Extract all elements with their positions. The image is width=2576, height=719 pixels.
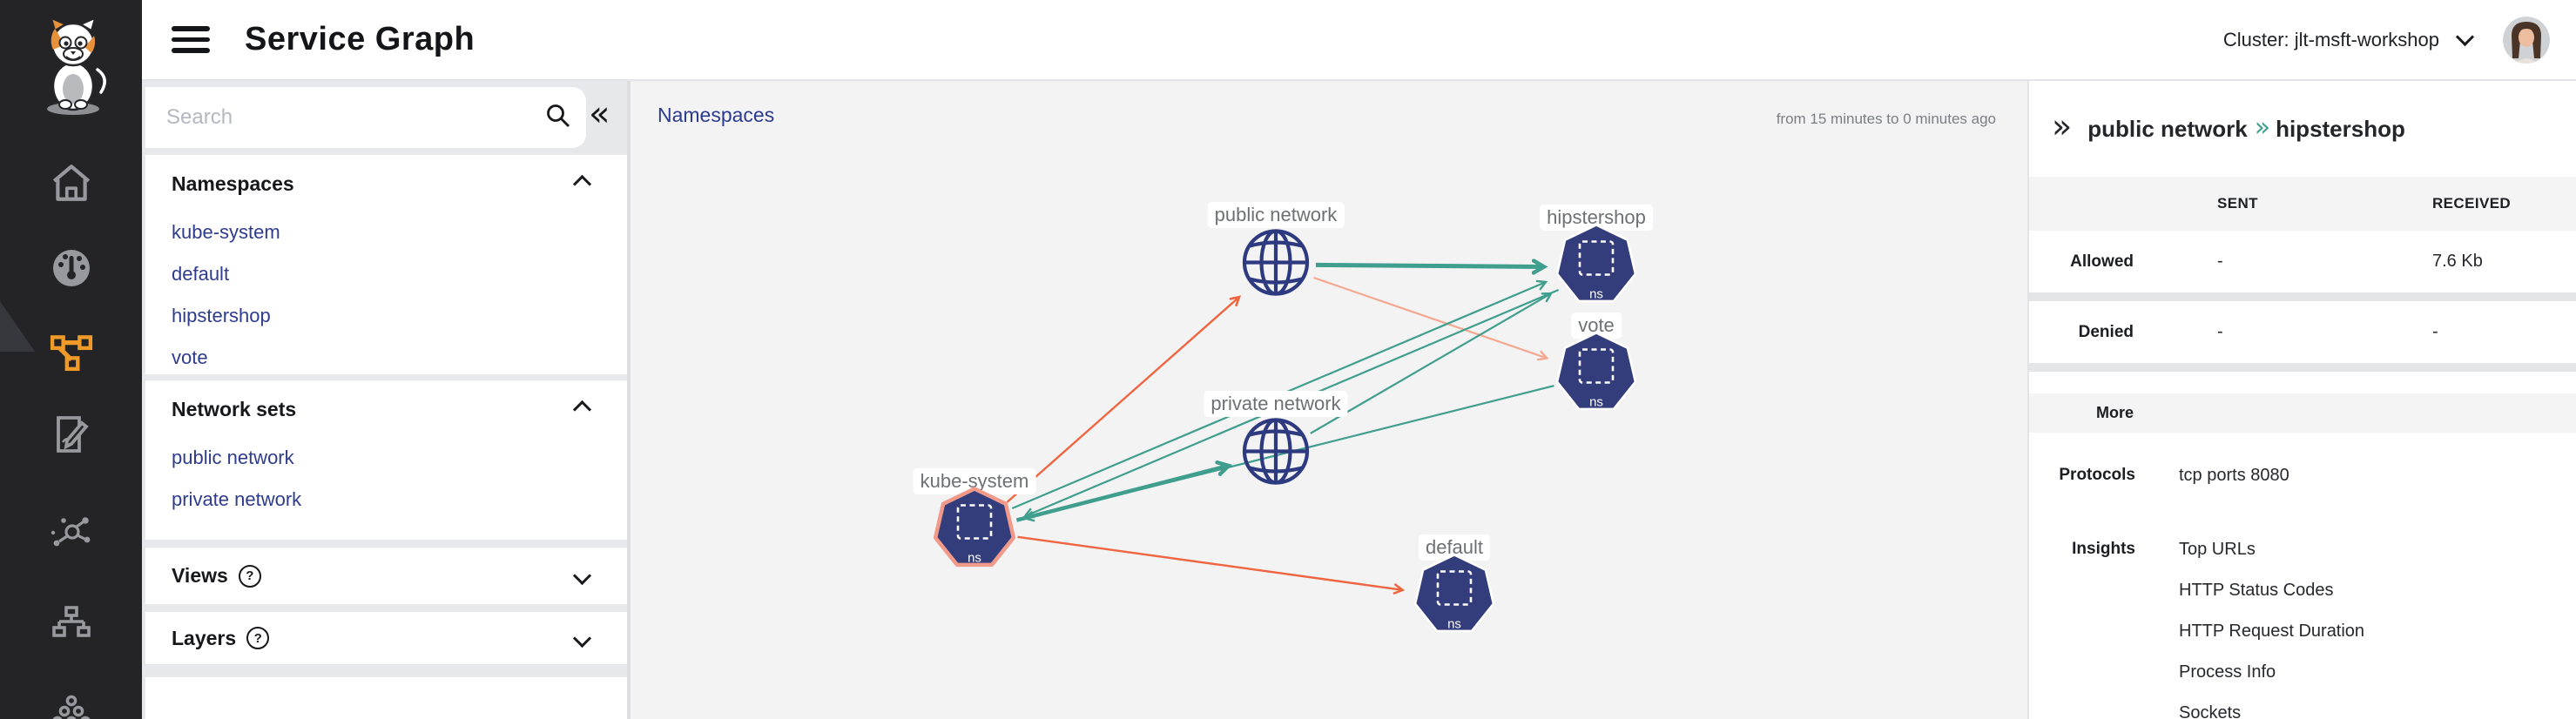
calico-cat-logo bbox=[33, 16, 113, 121]
node-private-network[interactable] bbox=[1234, 410, 1318, 498]
nav-cluster-nodes-icon[interactable] bbox=[0, 693, 142, 719]
sidebar-section-layers: Layers? bbox=[145, 612, 627, 664]
top-header: Service Graph Cluster: jlt-msft-workshop bbox=[142, 0, 2576, 81]
svg-text:ns: ns bbox=[1589, 395, 1603, 410]
svg-text:ns: ns bbox=[968, 551, 981, 566]
panel-row-protocols: Protocols tcp ports 8080 bbox=[2029, 466, 2576, 507]
nav-flow-visualizer-icon[interactable] bbox=[0, 512, 142, 554]
time-range-label: from 15 minutes to 0 minutes ago bbox=[1776, 111, 1996, 127]
hamburger-menu-icon[interactable] bbox=[172, 20, 210, 59]
sent-value: - bbox=[2217, 322, 2223, 341]
chevron-down-icon bbox=[2455, 27, 2475, 47]
expand-panel-icon[interactable]: » bbox=[2052, 107, 2073, 145]
section-title: Network sets bbox=[172, 398, 297, 420]
chevron-down-icon[interactable] bbox=[572, 628, 592, 648]
col-sent: SENT bbox=[2217, 195, 2258, 212]
row-label: Denied bbox=[2078, 322, 2134, 341]
edge-private-network-to-hipstershop[interactable] bbox=[1310, 292, 1554, 434]
node-vote[interactable]: ns bbox=[1548, 326, 1644, 426]
search-icon[interactable] bbox=[544, 102, 572, 134]
flows-row-allowed: Allowed - 7.6 Kb bbox=[2029, 231, 2576, 292]
nav-home-icon[interactable] bbox=[0, 163, 142, 203]
sidebar-item-default[interactable]: default bbox=[172, 263, 230, 285]
node-label-public-network[interactable]: public network bbox=[1207, 202, 1345, 228]
flows-row-denied: Denied - - bbox=[2029, 301, 2576, 363]
help-icon[interactable]: ? bbox=[238, 564, 261, 588]
nav-network-tree-icon[interactable] bbox=[0, 603, 142, 645]
section-title: Layers bbox=[172, 626, 237, 649]
sidebar-item-private-network[interactable]: private network bbox=[172, 488, 302, 510]
sidebar-item-vote[interactable]: vote bbox=[172, 346, 208, 368]
edge-kube-system-to-public-network[interactable] bbox=[1006, 295, 1242, 503]
row-value[interactable]: tcp ports 8080 bbox=[2179, 466, 2289, 485]
breadcrumb-separator-icon: » bbox=[2254, 111, 2271, 143]
edge-kube-system-to-default[interactable] bbox=[1017, 535, 1406, 595]
cluster-selector[interactable]: Cluster: jlt-msft-workshop bbox=[2222, 27, 2475, 51]
nav-policies-icon[interactable] bbox=[0, 413, 142, 455]
cluster-label: Cluster: jlt-msft-workshop bbox=[2222, 28, 2439, 50]
graph-canvas[interactable]: Namespaces from 15 minutes to 0 minutes … bbox=[631, 81, 2027, 719]
sidebar-item-kube-system[interactable]: kube-system bbox=[172, 221, 280, 243]
user-avatar[interactable] bbox=[2503, 16, 2550, 64]
sidebar-section-network-sets: Network sets public network private networ… bbox=[145, 380, 627, 540]
row-label: Protocols bbox=[2059, 466, 2135, 484]
canvas-view-label: Namespaces bbox=[657, 104, 775, 126]
left-icon-rail bbox=[0, 0, 142, 719]
svg-text:ns: ns bbox=[1589, 287, 1603, 302]
edge-public-network-to-hipstershop[interactable] bbox=[1315, 265, 1544, 266]
chevron-up-icon[interactable] bbox=[572, 400, 592, 420]
sidebar: « Namespaces kube-system default hipstersho… bbox=[142, 81, 631, 719]
row-label: Insights bbox=[2072, 540, 2135, 558]
svg-text:ns: ns bbox=[1447, 617, 1461, 632]
chevron-down-icon[interactable] bbox=[572, 566, 592, 586]
section-title: Views bbox=[172, 564, 228, 587]
node-default[interactable]: ns bbox=[1406, 548, 1502, 648]
nav-dashboard-icon[interactable] bbox=[0, 247, 142, 289]
node-hipstershop[interactable]: ns bbox=[1548, 218, 1644, 318]
collapse-sidebar-icon[interactable]: « bbox=[589, 94, 610, 134]
row-value[interactable]: Top URLs bbox=[2179, 540, 2256, 559]
node-label-private-network[interactable]: private network bbox=[1204, 391, 1348, 417]
row-label: Allowed bbox=[2070, 252, 2134, 271]
edge-public-network-to-vote[interactable] bbox=[1313, 276, 1549, 361]
divider bbox=[2029, 292, 2576, 301]
node-public-network[interactable] bbox=[1234, 221, 1318, 309]
more-section-header: More bbox=[2029, 393, 2576, 433]
flows-table-rows: Allowed - 7.6 Kb Denied - - bbox=[2029, 231, 2576, 372]
help-icon[interactable]: ? bbox=[246, 627, 270, 649]
sidebar-item-hipstershop[interactable]: hipstershop bbox=[172, 305, 271, 326]
received-value: 7.6 Kb bbox=[2432, 252, 2483, 271]
chevron-up-icon[interactable] bbox=[572, 174, 592, 194]
search-input[interactable] bbox=[165, 104, 544, 131]
sent-value: - bbox=[2217, 252, 2223, 271]
received-value: - bbox=[2432, 322, 2438, 341]
flows-table-header: SENT RECEIVED bbox=[2029, 177, 2576, 231]
col-received: RECEIVED bbox=[2432, 195, 2512, 212]
sidebar-section-namespaces: Namespaces kube-system default hipstershop v… bbox=[145, 155, 627, 374]
panel-breadcrumb: » public network » hipstershop bbox=[2029, 81, 2576, 177]
more-label: More bbox=[2095, 404, 2134, 421]
search-card bbox=[145, 87, 586, 148]
row-value[interactable]: HTTP Request Duration bbox=[2179, 622, 2365, 641]
nav-service-graph-icon[interactable] bbox=[0, 329, 142, 373]
details-panel: » public network » hipstershop SENT RECE… bbox=[2027, 81, 2576, 719]
sidebar-empty-card bbox=[145, 677, 627, 719]
row-value[interactable]: Sockets bbox=[2179, 703, 2242, 719]
row-value[interactable]: HTTP Status Codes bbox=[2179, 581, 2334, 600]
sidebar-section-views: Views? bbox=[145, 548, 627, 604]
section-title: Namespaces bbox=[172, 172, 294, 195]
divider bbox=[2029, 363, 2576, 372]
row-value[interactable]: Process Info bbox=[2179, 662, 2276, 682]
sidebar-item-public-network[interactable]: public network bbox=[172, 447, 294, 468]
node-label-vote[interactable]: vote bbox=[1571, 312, 1622, 339]
node-kube-system-selected[interactable]: ns bbox=[927, 481, 1022, 581]
breadcrumb-source[interactable]: public network bbox=[2087, 115, 2248, 142]
breadcrumb-target[interactable]: hipstershop bbox=[2276, 115, 2405, 142]
page-title: Service Graph bbox=[245, 21, 475, 57]
